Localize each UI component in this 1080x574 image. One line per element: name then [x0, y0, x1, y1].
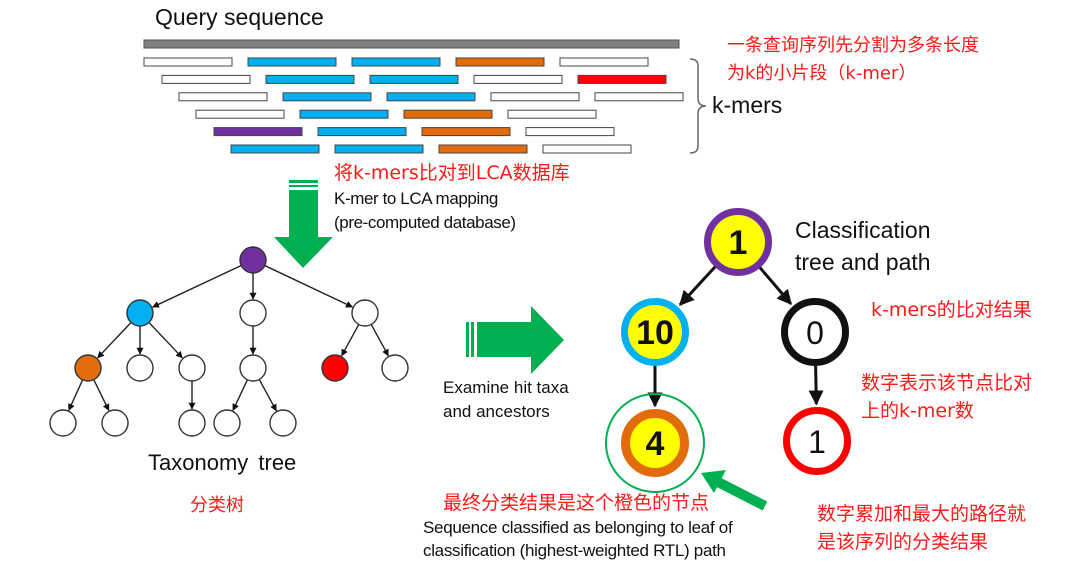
kmer-bar-blue	[282, 92, 372, 102]
kmer-bar-blue	[351, 57, 441, 67]
taxonomy-node-purple	[239, 246, 267, 274]
kmer-bar-purple	[213, 127, 303, 137]
taxonomy-edge	[370, 324, 389, 357]
taxonomy-node-white	[178, 354, 206, 382]
mapping-line1: K-mer to LCA mapping	[334, 189, 498, 208]
taxonomy-node-orange	[74, 354, 102, 382]
taxonomy-node-white	[101, 409, 129, 437]
kmer-bar-white	[559, 57, 649, 67]
taxonomy-edge	[68, 379, 84, 411]
query-sequence-title: Query sequence	[155, 4, 324, 30]
classification-node-value: 10	[636, 314, 674, 352]
taxonomy-node-white	[178, 409, 206, 437]
kmer-bar-blue	[386, 92, 476, 102]
taxonomy-edge	[97, 321, 132, 359]
taxonomy-edge	[93, 379, 110, 412]
classification-edge	[678, 264, 718, 306]
examine-line2: and ancestors	[443, 402, 550, 421]
classification-node-left	[621, 298, 689, 366]
examine-line1: Examine hit taxa	[443, 378, 569, 397]
kmers-brace-icon	[689, 58, 707, 154]
kmer-bar-white	[161, 74, 251, 84]
kmer-bar-white	[473, 74, 563, 84]
kmer-bar-white	[507, 109, 597, 119]
kmer-bar-blue	[230, 144, 320, 154]
classification-tree-group: 1 10 0 4 1	[605, 208, 851, 493]
query-sequence-bar	[143, 39, 680, 49]
path-note-cn-line2: 是该序列的分类结果	[817, 531, 989, 553]
taxonomy-node-white	[239, 299, 267, 327]
pointer-arrow-icon	[701, 470, 768, 511]
taxonomy-tree-label-cn: 分类树	[190, 495, 244, 516]
taxonomy-edge	[148, 321, 183, 359]
taxonomy-edge	[152, 264, 242, 308]
kmer-bar-orange	[403, 109, 493, 119]
taxonomy-node-white	[269, 409, 297, 437]
taxonomy-edge	[264, 264, 353, 308]
kmer-bar-blue	[247, 57, 337, 67]
taxonomy-node-white	[49, 409, 77, 437]
kmer-bar-white	[143, 57, 233, 67]
kmer-bar-blue	[317, 127, 407, 137]
classification-node-right	[781, 298, 849, 366]
taxonomy-node-blue	[126, 299, 154, 327]
kmer-bar-white	[178, 92, 268, 102]
taxonomy-node-white	[381, 354, 409, 382]
down-arrow-icon	[274, 180, 333, 268]
kmer-bar-white	[542, 144, 632, 154]
taxonomy-tree-label: Taxonomy tree	[148, 450, 297, 475]
kmer-bar-blue	[369, 74, 459, 84]
mapping-line2: (pre-computed database)	[334, 213, 516, 232]
result-line2: classification (highest-weighted RTL) pa…	[423, 541, 726, 560]
taxonomy-edge	[341, 324, 360, 357]
kmer-bar-blue	[299, 109, 389, 119]
taxonomy-edge	[258, 379, 277, 412]
classification-title-line1: Classification	[795, 217, 931, 243]
kmer-bar-blue	[334, 144, 424, 154]
kmer-bar-orange	[421, 127, 511, 137]
classification-edge	[757, 265, 793, 306]
classification-node-value: 1	[808, 424, 826, 460]
count-note-cn-line1: 数字表示该节点比对	[861, 372, 1033, 394]
right-arrow-icon	[466, 306, 564, 374]
final-result-note-cn: 最终分类结果是这个橙色的节点	[443, 492, 710, 514]
kmer-bar-white	[490, 92, 580, 102]
taxonomy-node-white	[239, 354, 267, 382]
classification-node-right-child	[783, 407, 851, 475]
classification-title-line2: tree and path	[795, 249, 931, 275]
taxonomy-edge	[232, 379, 249, 411]
mapping-note-cn: 将k-mers比对到LCA数据库	[334, 162, 570, 184]
kmer-bar-white	[525, 127, 615, 137]
classification-node-leaf	[621, 409, 689, 477]
kmers-label: k-mers	[712, 92, 783, 118]
classification-node-value: 4	[646, 425, 665, 463]
taxonomy-node-white	[351, 299, 379, 327]
kmer-bar-white	[594, 92, 684, 102]
kmer-bar-orange	[455, 57, 545, 67]
result-line1: Sequence classified as belonging to leaf…	[423, 518, 733, 537]
kmer-bar-white	[195, 109, 285, 119]
kmer-bar-red	[577, 74, 667, 84]
query-note-cn-line1: 一条查询序列先分割为多条长度	[727, 35, 979, 56]
taxonomy-node-white	[126, 354, 154, 382]
kmer-result-note-cn: k-mers的比对结果	[871, 299, 1032, 321]
highlight-ring	[605, 393, 705, 493]
path-note-cn-line1: 数字累加和最大的路径就	[817, 503, 1027, 525]
query-note-cn-line2: 为k的小片段（k-mer）	[727, 63, 917, 84]
classification-edge	[808, 363, 824, 406]
kmer-bar-orange	[438, 144, 528, 154]
count-note-cn-line2: 上的k-mer数	[861, 400, 974, 422]
kmer-bar-blue	[265, 74, 355, 84]
classification-node-value: 0	[806, 315, 824, 351]
classification-node-root	[704, 208, 772, 276]
taxonomy-node-red	[321, 354, 349, 382]
query-sequence-group	[143, 39, 684, 154]
taxonomy-tree-group	[49, 246, 409, 437]
classification-node-value: 1	[729, 224, 748, 262]
taxonomy-node-white	[213, 409, 241, 437]
